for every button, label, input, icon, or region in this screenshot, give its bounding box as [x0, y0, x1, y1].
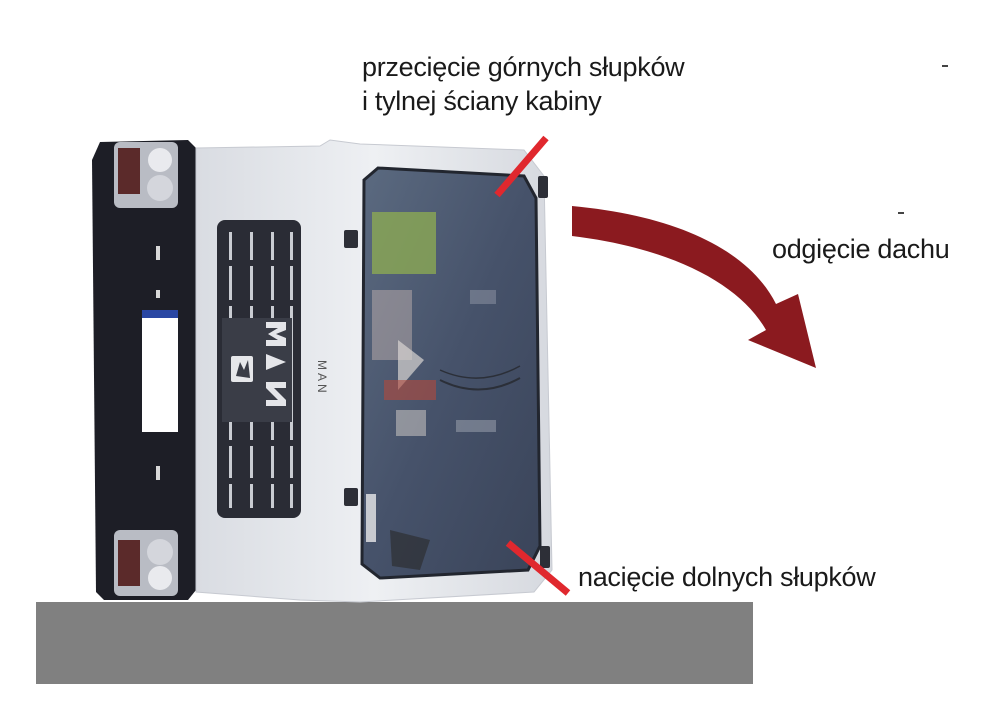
label-top-cut: przecięcie górnych słupków i tylnej ścia… [362, 50, 685, 118]
label-roof-fold: odgięcie dachu [772, 234, 950, 264]
truck-cab: MAN [92, 139, 553, 603]
cut-marker-top [494, 135, 549, 198]
license-plate [142, 310, 178, 432]
cut-marker-bottom [505, 540, 571, 596]
man-logo-letters [266, 322, 286, 406]
label-bottom-cut: nacięcie dolnych słupków [578, 562, 876, 592]
ground-slab [36, 602, 753, 684]
lion-emblem-icon [231, 356, 253, 382]
label-top-cut-line2: i tylnej ściany kabiny [362, 86, 602, 116]
svg-text:MAN: MAN [315, 360, 329, 396]
curved-arrow-icon [572, 206, 816, 368]
label-top-cut-line1: przecięcie górnych słupków [362, 52, 685, 82]
